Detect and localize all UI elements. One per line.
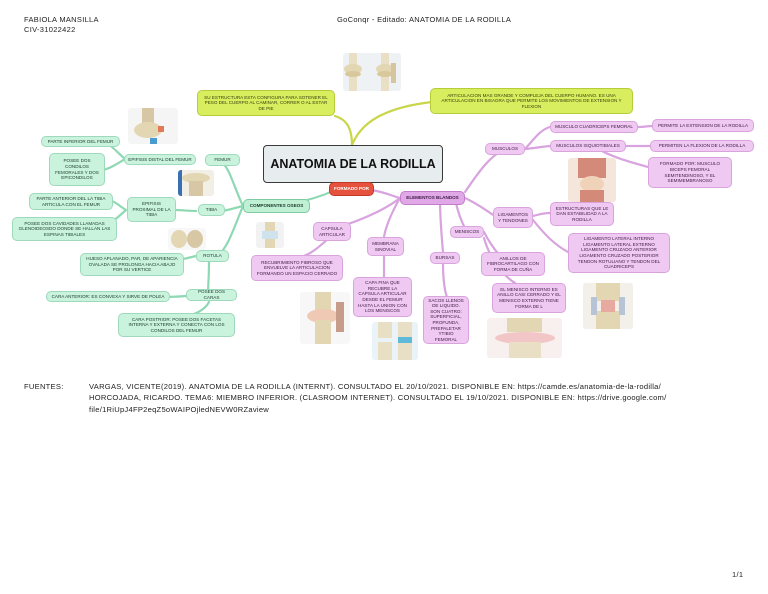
node-cavidades: POSEE DOS CAVIDADES LLAMADAS GLENOIDEOSD… [12, 217, 117, 241]
node-formado-musculo: FORMADO POR: MUSCULO BICEPS FEMORAL SEMI… [648, 157, 732, 188]
ligaments-image [583, 283, 633, 329]
knee-bones-image [343, 53, 401, 91]
tibia-image [178, 170, 214, 196]
node-componentes-oseos[interactable]: COMPONENTES OSEOS [243, 199, 310, 213]
node-estructuras: ESTRUCTURAS QUE LE DAN ESTABILIDAD A LA … [550, 202, 614, 226]
node-flexion: PERMITEN LA FLEXION DE LA RODILLA [650, 140, 754, 152]
node-capsula[interactable]: CAPSULA ARTICULAR [313, 222, 351, 241]
page-number: 1/1 [732, 570, 744, 579]
node-bursas[interactable]: BURSAS [430, 252, 460, 264]
node-formado-por[interactable]: FORMADO POR [329, 182, 374, 196]
sources-list: VARGAS, VICENTE(2019). ANATOMIA DE LA RO… [89, 381, 759, 415]
node-estructura: SU ESTRUCTURA ESTA CONFIGURA PARA SOTENE… [197, 90, 335, 116]
author-name: FABIOLA MANSILLA [24, 15, 99, 24]
node-femur[interactable]: FEMUR [205, 154, 240, 166]
node-parte-anterior-tibia: PARTE ANTERIOR DEL LA TIBIA ARTICULA CON… [29, 193, 113, 210]
synovial-image [300, 292, 350, 344]
node-cara-anterior: CARA ANTERIOR: ES CONVEXA Y SIRVE DE POL… [46, 291, 170, 302]
source-line-2: HORCOJADA, RICARDO. TEMA6: MIEMBRO INFER… [89, 393, 667, 403]
node-tibia[interactable]: TIBIA [198, 204, 225, 216]
node-isquiotibiales: MUSCULOS ISQUIOTIBIALES [550, 140, 626, 152]
node-articulacion: ARTICULACION MAS GRANDE Y COMPLEJA DEL C… [430, 88, 633, 114]
meniscus-image [487, 318, 562, 358]
source-line-1: VARGAS, VICENTE(2019). ANATOMIA DE LA RO… [89, 382, 662, 391]
node-anillos: ANILLOS DE FIBROCARTILAGO CON FORMA DE C… [481, 252, 545, 276]
node-membrana[interactable]: MEMBRANA SINOVIAL [367, 237, 404, 256]
node-cuadriceps: MUSCULO CUADRICEPS FEMORAL [550, 121, 638, 133]
central-topic[interactable]: ANATOMIA DE LA RODILLA [263, 145, 443, 183]
node-posee-dos-caras: POSEE DOS CARAS [186, 289, 237, 301]
node-cara-posterior: CARA POSTRIOR: POSEE DOS FACETAS INTERNA… [118, 313, 235, 337]
femur-image [128, 108, 178, 144]
source-line-3: file/1RiUpJ4FP2eqZ5oWAIPOjledNEVW0RZavie… [89, 404, 270, 414]
node-epifisis-distal: EPIFISIS DISTAL DEL FEMUR [124, 154, 196, 165]
node-elementos-blandos[interactable]: ELEMENTOS BLANDOS [400, 191, 465, 205]
node-rotula[interactable]: ROTULA [196, 250, 229, 262]
capsule-image [256, 222, 284, 248]
node-musculos[interactable]: MUSCULOS [485, 143, 525, 155]
node-capa-fina: CAPA FINA QUE RECUBRE LA CAPSULA ARTICUL… [353, 277, 412, 317]
knee-xray-image [372, 322, 418, 360]
node-recubrimiento: RECUBRIMIENTO FIBROSO QUE ENVUELVE LA AR… [251, 255, 343, 281]
node-epifisis-proximal: EPIFISIS PROXIMAL DE LA TIBIA [127, 197, 176, 222]
node-meniscos[interactable]: MENISCOS [450, 226, 484, 238]
sources-label: FUENTES: [24, 382, 64, 391]
node-parte-inferior: PARTE INFERIOR DEL FEMUR [41, 136, 120, 147]
muscle-image [568, 158, 616, 202]
student-id: CIV-31022422 [24, 25, 76, 34]
patella-image [168, 228, 206, 250]
node-hueso-aplanado: HUESO APLANADO, PAR, DE APARIENCIA OVALA… [80, 253, 184, 276]
node-condilos: POSEE DOS CONDILOS FEMORALES Y DOS EPICO… [49, 153, 105, 186]
node-extension: PERMITE LA EXTENSION DE LA RODILLA [652, 119, 754, 132]
node-ligamentos[interactable]: LIGAMENTOS Y TENDONES [493, 207, 533, 228]
node-menisco-interno: EL MENISCO INTERNO ES ANILLO CASI CERRAD… [492, 283, 566, 313]
node-sacos: SACOS LLENOS DE LIQUIDO. SON CUATRO: SUP… [423, 296, 469, 344]
document-title: GoConqr - Editado: ANATOMIA DE LA RODILL… [337, 15, 512, 24]
node-ligamento-lista: LIGAMENTO LATERAL INTERNO LIGAMENTO LATE… [568, 233, 670, 273]
